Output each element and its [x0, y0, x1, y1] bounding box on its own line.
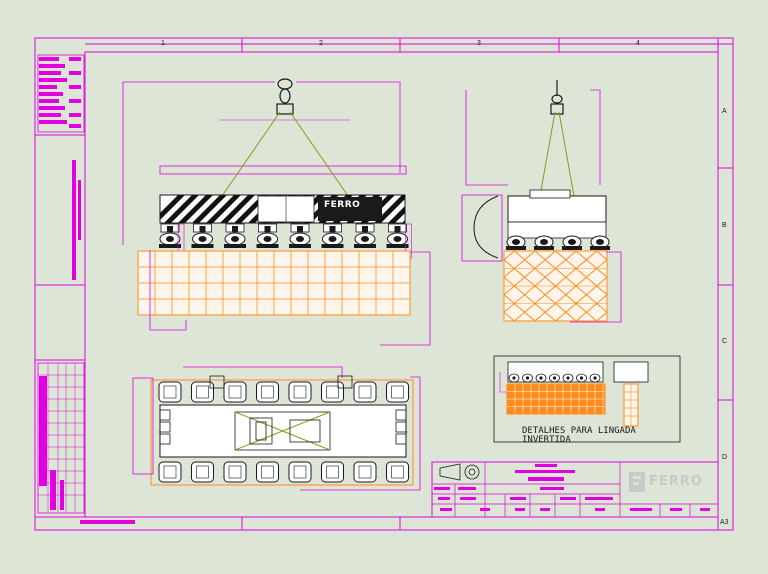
title-block	[431, 461, 719, 518]
brand-logo-text: FERRO	[649, 474, 703, 489]
side-view-magnets	[506, 235, 610, 250]
materials-table	[37, 362, 135, 524]
side-view-hook	[550, 80, 564, 115]
beam-brand-text: FERRO	[324, 200, 361, 210]
plan-view-lifting-beam	[132, 366, 421, 491]
grid-row-label-c: C	[722, 338, 728, 345]
plan-view-magnets	[158, 381, 409, 483]
detail-caption-line2: INVERTIDA	[522, 435, 571, 445]
revision-table	[37, 54, 85, 280]
top-view-slings	[221, 111, 349, 197]
sheet-size-label: A3	[720, 519, 729, 526]
sheet-frame	[34, 37, 734, 531]
top-view-lifting-beam	[122, 78, 431, 346]
inverted-lifting-detail-panel	[493, 355, 681, 443]
grid-column-label-1: 1	[161, 40, 165, 47]
grid-row-label-b: B	[722, 222, 727, 229]
grid-row-label-a: A	[722, 108, 727, 115]
detail-caption-line1: DETALHES PARA LINGADA	[522, 426, 636, 436]
grid-column-label-4: 4	[636, 40, 640, 47]
projection-symbol	[439, 463, 480, 481]
grid-column-label-3: 3	[477, 40, 481, 47]
top-view-plate-stack	[137, 250, 411, 316]
top-view-magnets	[159, 223, 412, 259]
grid-column-label-2: 2	[319, 40, 323, 47]
side-view-lifting-beam	[461, 80, 622, 323]
grid-row-label-d: D	[722, 454, 728, 461]
side-view-plate-stack	[503, 250, 608, 322]
top-view-shackle-hook	[276, 78, 294, 115]
